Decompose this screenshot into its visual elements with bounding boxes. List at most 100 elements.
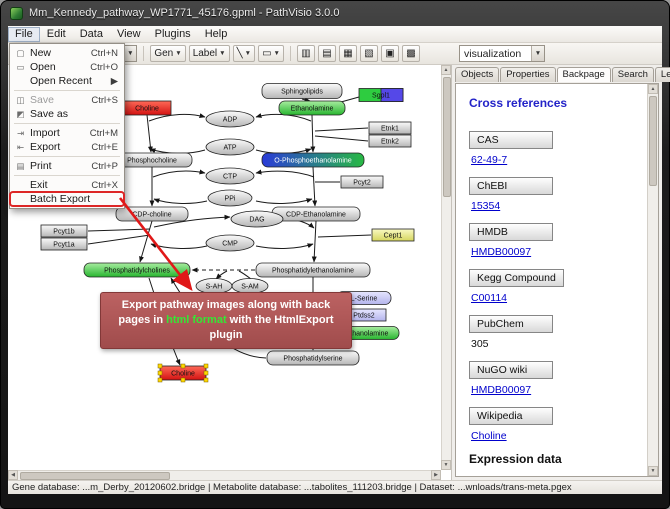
pathway-node-pcyt1a[interactable]: Pcyt1a <box>40 237 88 251</box>
menu-item-open-recent[interactable]: Open Recent▶ <box>10 74 124 88</box>
pathway-node-pcyt2[interactable]: Pcyt2 <box>340 175 384 189</box>
tab-legend[interactable]: Legend <box>654 67 670 82</box>
menu-item-batch-export[interactable]: Batch Export <box>9 191 125 207</box>
scroll-right-button[interactable]: ▶ <box>431 470 441 480</box>
menu-separator <box>14 123 120 124</box>
pathway-node-ppi[interactable]: PPi <box>207 189 253 207</box>
pathway-node-choline-bottom[interactable]: Choline <box>157 363 209 383</box>
datanode-tool-button[interactable]: Gen▼ <box>150 45 186 62</box>
scroll-down-button[interactable]: ▼ <box>648 466 658 476</box>
side-panel-tabs: ObjectsPropertiesBackpageSearchLegend <box>452 65 670 82</box>
svg-text:Phosphatidylserine: Phosphatidylserine <box>283 356 342 363</box>
pathway-node-adp[interactable]: ADP <box>205 110 255 128</box>
pathway-node-etnk1[interactable]: Etnk1 <box>368 121 412 135</box>
stack-horizontal-button[interactable]: ▣ <box>380 45 399 62</box>
pathway-node-sphingolipids[interactable]: Sphingolipids <box>261 83 343 99</box>
pathway-node-dag[interactable]: DAG <box>230 210 284 228</box>
align-center-y-button[interactable]: ▤ <box>317 45 336 62</box>
export-icon: ⇤ <box>16 141 25 152</box>
selection-handle[interactable] <box>180 377 186 383</box>
scroll-up-button[interactable]: ▲ <box>648 84 658 94</box>
scroll-left-button[interactable]: ◀ <box>8 470 18 480</box>
canvas-horizontal-scrollbar[interactable]: ◀ ▶ <box>8 470 441 480</box>
svg-text:Ethanolamine: Ethanolamine <box>291 106 334 113</box>
toolbar-tools: Gen▼Label▼╲▼▭▼ <box>150 45 284 62</box>
selection-handle[interactable] <box>157 370 163 376</box>
reference-link[interactable]: C00114 <box>471 292 508 304</box>
tab-backpage[interactable]: Backpage <box>556 67 611 82</box>
selection-handle[interactable] <box>203 377 209 383</box>
reference-link[interactable]: HMDB00097 <box>471 246 532 258</box>
selection-handle[interactable] <box>157 377 163 383</box>
pathway-node-phosphatidylcholines[interactable]: Phosphatidylcholines <box>83 262 191 278</box>
line-tool-button[interactable]: ╲▼ <box>232 45 256 62</box>
menu-item-save-as[interactable]: ◩Save as <box>10 107 124 121</box>
scroll-thumb[interactable] <box>443 77 451 197</box>
pathway-node-etnk2[interactable]: Etnk2 <box>368 134 412 148</box>
reference-link[interactable]: 15354 <box>471 200 501 212</box>
reference-link[interactable]: 62-49-7 <box>471 154 508 166</box>
pathway-node-choline-top[interactable]: Choline <box>122 100 172 116</box>
reference-link[interactable]: Choline <box>471 430 507 442</box>
chevron-down-icon[interactable]: ▼ <box>531 46 544 61</box>
tab-search[interactable]: Search <box>611 67 654 82</box>
chevron-down-icon[interactable]: ▼ <box>244 50 252 57</box>
menubar-item-view[interactable]: View <box>116 28 141 40</box>
tab-objects[interactable]: Objects <box>455 67 500 82</box>
reference-link[interactable]: HMDB00097 <box>471 384 532 396</box>
stack-vertical-button[interactable]: ▩ <box>401 45 420 62</box>
chevron-down-icon[interactable]: ▼ <box>175 50 182 57</box>
pathway-node-ethanolamine-top[interactable]: Ethanolamine <box>278 100 346 116</box>
scroll-up-button[interactable]: ▲ <box>441 65 451 75</box>
pathway-node-o-phosphoethanolamine[interactable]: O-Phosphoethanolamine <box>261 152 365 168</box>
canvas-vertical-scrollbar[interactable]: ▲ ▼ <box>441 65 451 470</box>
selection-handle[interactable] <box>203 370 209 376</box>
align-center-x-button[interactable]: ▥ <box>296 45 315 62</box>
pathway-edge <box>314 127 369 132</box>
pathway-node-cept1[interactable]: Cept1 <box>371 228 415 242</box>
selection-handle[interactable] <box>180 363 186 369</box>
pathway-node-cdp-ethanolamine[interactable]: CDP-Ethanolamine <box>271 206 361 222</box>
label-tool-button[interactable]: Label▼ <box>188 45 230 62</box>
align-left-button[interactable]: ▦ <box>338 45 357 62</box>
scroll-thumb[interactable] <box>20 472 170 480</box>
menubar-item-plugins[interactable]: Plugins <box>154 28 191 40</box>
menubar-item-file[interactable]: File <box>8 26 40 42</box>
shape-tool-button[interactable]: ▭▼ <box>258 45 284 62</box>
visualization-combobox[interactable]: visualization ▼ <box>459 45 545 62</box>
selection-handle[interactable] <box>157 363 163 369</box>
chevron-down-icon[interactable]: ▼ <box>219 50 226 57</box>
chevron-down-icon[interactable]: ▼ <box>273 50 280 57</box>
pathway-node-cmp[interactable]: CMP <box>205 234 255 252</box>
chevron-down-icon[interactable]: ▼ <box>123 46 137 61</box>
pathway-node-ctp[interactable]: CTP <box>205 167 255 185</box>
pathway-node-cdp-choline[interactable]: CDP-choline <box>115 206 189 222</box>
scroll-down-button[interactable]: ▼ <box>441 460 451 470</box>
title-bar[interactable]: Mm_Kennedy_pathway_WP1771_45176.gpml - P… <box>0 0 670 26</box>
pathway-node-atp[interactable]: ATP <box>205 138 255 156</box>
svg-text:Phosphocholine: Phosphocholine <box>127 158 177 165</box>
menubar-item-edit[interactable]: Edit <box>46 28 66 40</box>
selection-handle[interactable] <box>203 363 209 369</box>
pathway-node-phosphatidylserine[interactable]: Phosphatidylserine <box>266 350 360 366</box>
align-top-button[interactable]: ▧ <box>359 45 378 62</box>
pathway-node-sgpl1[interactable]: Sgpl1 <box>358 88 404 102</box>
annotation-text: with the HtmlExport plugin <box>209 314 334 341</box>
pathway-node-phosphatidylethanolamine[interactable]: Phosphatidylethanolamine <box>255 262 371 278</box>
tab-properties[interactable]: Properties <box>500 67 556 82</box>
scroll-thumb[interactable] <box>649 96 657 186</box>
menubar-item-data[interactable]: Data <box>79 28 103 40</box>
backpage-scrollbar[interactable]: ▲ ▼ <box>647 84 658 476</box>
menubar-item-help[interactable]: Help <box>204 28 228 40</box>
pathway-node-pcyt1b[interactable]: Pcyt1b <box>40 224 88 238</box>
